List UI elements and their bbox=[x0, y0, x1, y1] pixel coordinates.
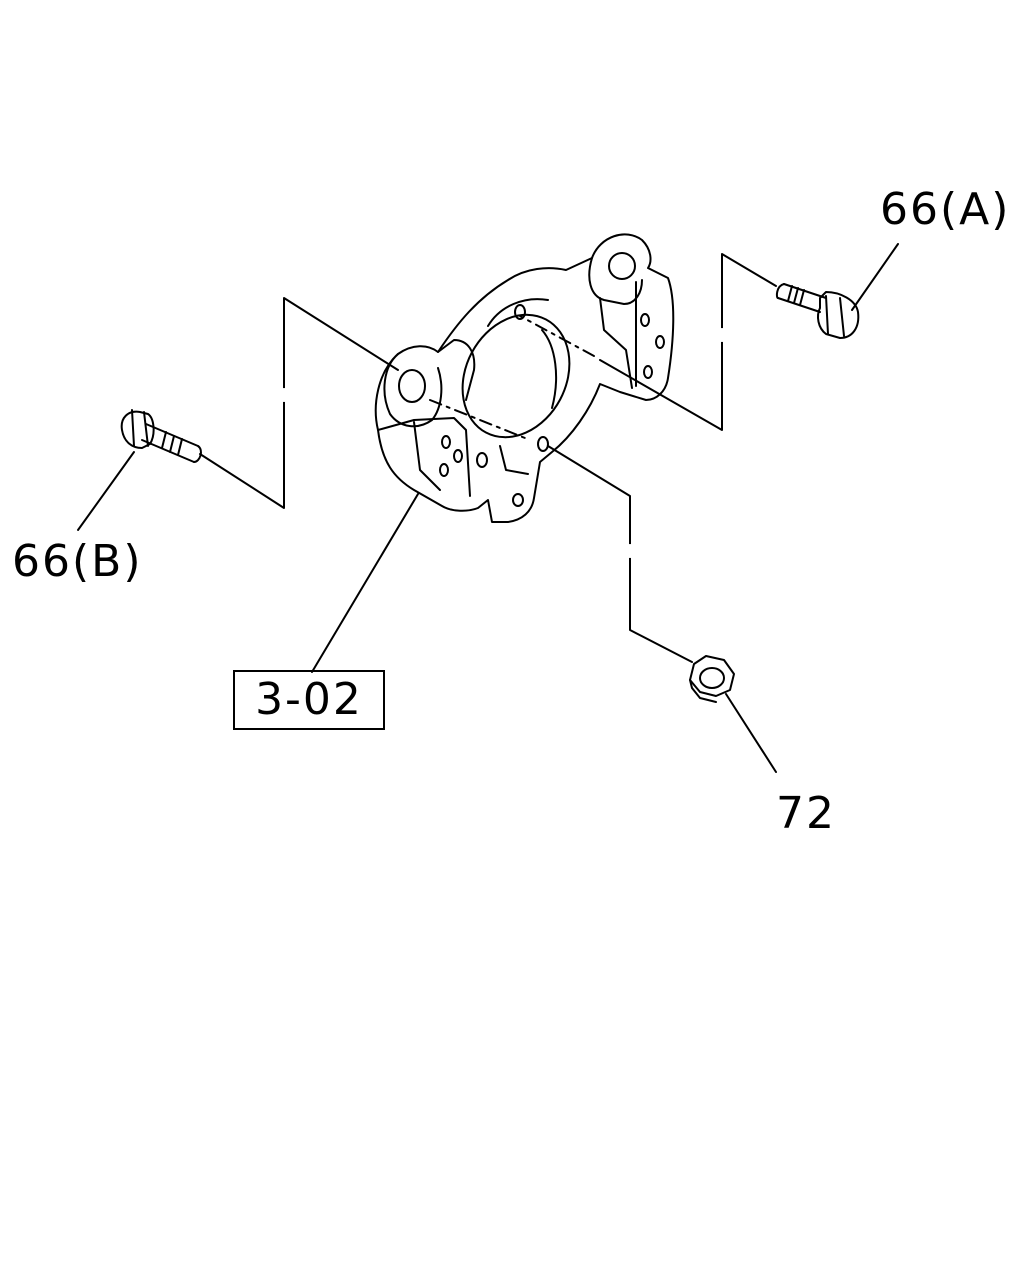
flange-hole-5 bbox=[512, 493, 524, 507]
nut-72-flange bbox=[689, 679, 717, 703]
hub-bore-inner-edge bbox=[541, 329, 558, 409]
axis-hidden-66a bbox=[519, 315, 595, 357]
upper-arm-edge bbox=[599, 297, 633, 389]
bolt-66a bbox=[775, 283, 860, 339]
bracket-hole-3 bbox=[643, 365, 653, 379]
lower-web bbox=[499, 445, 529, 475]
bracket-hole-2 bbox=[655, 335, 665, 349]
nut-72-hex bbox=[689, 655, 735, 697]
leader-3-02 bbox=[311, 493, 419, 673]
nut-72 bbox=[689, 655, 735, 703]
left-lug-hole bbox=[398, 369, 426, 403]
axis-line-66b bbox=[199, 297, 399, 509]
reference-box-3-02[interactable]: 3-02 bbox=[233, 670, 385, 730]
bolt-a-tip bbox=[775, 283, 785, 299]
flange-hole-1 bbox=[441, 435, 451, 449]
knuckle-outline bbox=[374, 233, 675, 523]
flange-hole-3 bbox=[439, 463, 449, 477]
axis-line-66a bbox=[599, 253, 777, 431]
callout-66a: 66(A) bbox=[880, 184, 1011, 235]
bolt-a-head bbox=[817, 291, 860, 339]
hub-bolt-hole-top bbox=[514, 304, 526, 320]
left-lug bbox=[383, 353, 443, 428]
flange-hole-2 bbox=[453, 449, 463, 463]
axis-line-72 bbox=[547, 445, 693, 663]
leader-66a bbox=[851, 243, 899, 311]
left-lug-rib bbox=[437, 339, 476, 401]
upper-lug-hole bbox=[608, 252, 636, 280]
hub-bore-outer bbox=[461, 313, 571, 439]
callout-66b: 66(B) bbox=[12, 536, 143, 587]
hub-bolt-hole-bottom bbox=[537, 436, 549, 452]
callout-72: 72 bbox=[776, 788, 836, 839]
bolt-b-threads bbox=[161, 431, 183, 456]
leader-72 bbox=[725, 693, 777, 773]
steering-knuckle bbox=[374, 233, 675, 523]
bolt-b-head bbox=[120, 410, 155, 449]
bolt-b-head-facets bbox=[131, 409, 149, 447]
upper-arm-lug bbox=[588, 257, 643, 305]
bolt-a-threads bbox=[787, 285, 805, 306]
lower-flange-inner bbox=[413, 421, 441, 491]
flange-hole-4 bbox=[476, 452, 488, 468]
axis-hidden-66b bbox=[429, 399, 531, 441]
nut-72-bore bbox=[699, 667, 725, 689]
bracket-hole-1 bbox=[640, 313, 650, 327]
bolt-a-head-facets bbox=[825, 295, 845, 337]
assembly-lines bbox=[199, 253, 777, 663]
leader-66b bbox=[77, 451, 135, 531]
leader-lines bbox=[77, 243, 899, 773]
lower-flange-edge bbox=[377, 417, 471, 497]
hub-bore-top-edge bbox=[487, 298, 549, 327]
